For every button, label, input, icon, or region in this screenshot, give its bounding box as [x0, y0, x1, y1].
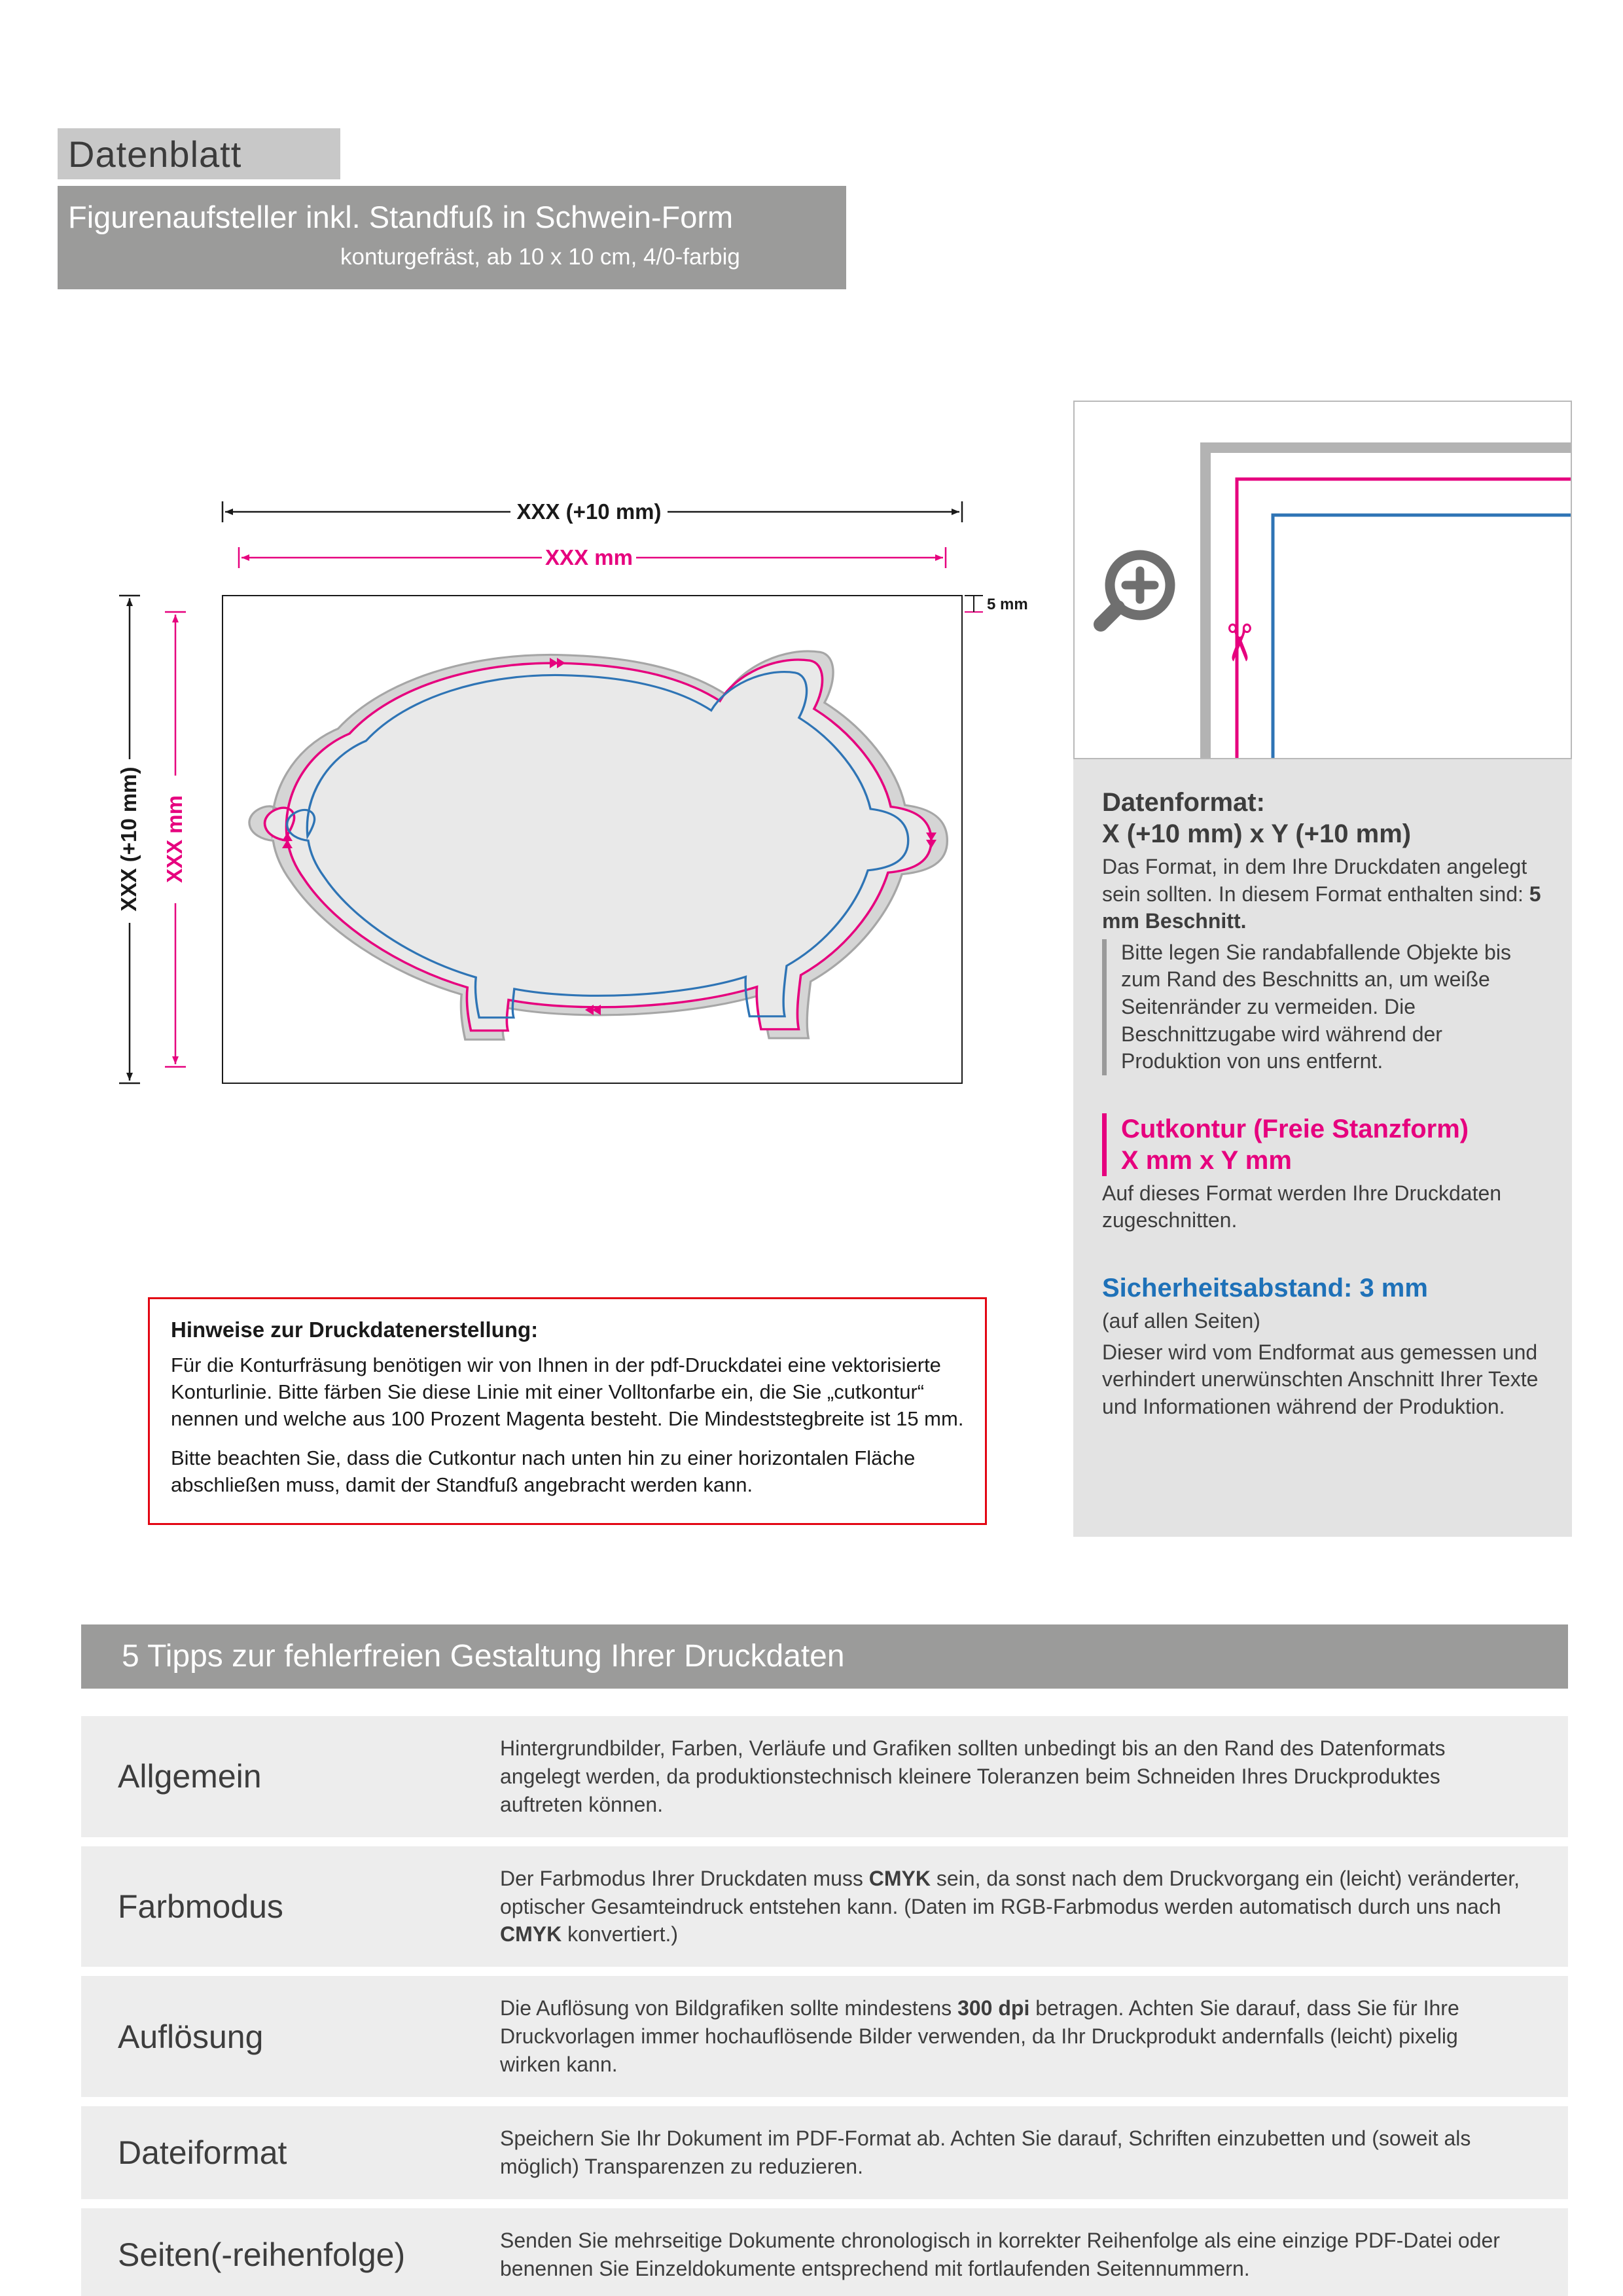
bleed-indicator: [965, 595, 983, 613]
detail-material-edge: [1200, 442, 1571, 758]
product-name: Figurenaufsteller inkl. Standfuß in Schw…: [68, 200, 734, 234]
tip-label: Seiten(-reihenfolge): [118, 2236, 406, 2273]
contour-mark-bottom-icon: [585, 1005, 601, 1015]
datenformat-body: Das Format, in dem Ihre Druckdaten angel…: [1102, 855, 1541, 933]
contour-mark-left-icon: [282, 833, 293, 848]
page-title: Datenblatt: [68, 133, 242, 175]
dim-width-outer-label: XXX (+10 mm): [516, 499, 661, 524]
tip-text: Die Auflösung von Bildgrafiken sollte mi…: [500, 1996, 1459, 2076]
bleed-note: Bitte legen Sie randabfallende Objekte b…: [1102, 939, 1543, 1075]
product-banner: Figurenaufsteller inkl. Standfuß in Schw…: [58, 186, 846, 289]
dim-height-cut-lines: [165, 611, 186, 1068]
page-title-box: Datenblatt: [58, 128, 340, 179]
tip-label: Dateiformat: [118, 2134, 287, 2171]
safety-margin-block: Sicherheitsabstand: 3 mm (auf allen Seit…: [1102, 1272, 1543, 1420]
hints-paragraph-2: Bitte beachten Sie, dass die Cutkontur n…: [171, 1446, 916, 1496]
tip-text: Der Farbmodus Ihrer Druckdaten muss CMYK…: [500, 1866, 1520, 1946]
tip-row-seitenreihenfolge: Seiten(-reihenfolge) Senden Sie mehrseit…: [81, 2208, 1568, 2296]
dim-height-outer-lines: [119, 594, 140, 1085]
format-info-panel: Datenformat: X (+10 mm) x Y (+10 mm) Das…: [1073, 759, 1572, 1537]
dim-height-cut-label: XXX mm: [162, 795, 187, 883]
scissors-icon: ✂: [1210, 621, 1268, 664]
safety-body: Dieser wird vom Endformat aus gemessen u…: [1102, 1340, 1539, 1418]
tip-label: Auflösung: [118, 2018, 264, 2055]
cutkontur-body: Auf dieses Format werden Ihre Druckdaten…: [1102, 1181, 1502, 1232]
tip-row-aufloesung: Auflösung Die Auflösung von Bildgrafiken…: [81, 1976, 1568, 2097]
corner-detail-drawing: ✂: [1094, 442, 1571, 758]
tip-label: Allgemein: [118, 1758, 262, 1795]
contour-mark-top-icon: [550, 658, 565, 668]
dim-width-cut-label: XXX mm: [545, 545, 633, 569]
tip-text: Senden Sie mehrseitige Dokumente chronol…: [500, 2228, 1500, 2280]
cutkontur-subheading: X mm x Y mm: [1121, 1145, 1292, 1175]
datenformat-heading: Datenformat:: [1102, 788, 1265, 817]
safety-subheading: (auf allen Seiten): [1102, 1308, 1260, 1333]
tip-text: Hintergrundbilder, Farben, Verläufe und …: [500, 1736, 1446, 1816]
dim-height-outer-label: XXX (+10 mm): [116, 766, 141, 911]
magnifier-plus-icon: [1094, 550, 1175, 632]
dim-width-cut-lines: [238, 547, 947, 568]
cutkontur-heading: Cutkontur (Freie Stanzform): [1121, 1114, 1469, 1143]
tip-row-allgemein: Allgemein Hintergrundbilder, Farben, Ver…: [81, 1716, 1568, 1837]
hints-title: Hinweise zur Druckdatenerstellung:: [171, 1318, 539, 1342]
tip-label: Farbmodus: [118, 1888, 283, 1925]
datenformat-subheading: X (+10 mm) x Y (+10 mm): [1102, 819, 1412, 848]
tip-text: Speichern Sie Ihr Dokument im PDF-Format…: [500, 2126, 1471, 2178]
detail-cut-line: [1235, 477, 1571, 758]
print-data-hints-box: Hinweise zur Druckdatenerstellung: Für d…: [148, 1297, 987, 1525]
pig-contour-diagram: XXX (+10 mm) XXX mm 5 mm XXX (+10 mm): [116, 499, 1028, 1085]
cutkontur-headings: Cutkontur (Freie Stanzform) X mm x Y mm: [1102, 1113, 1543, 1176]
detail-safety-line: [1271, 513, 1571, 758]
safety-heading: Sicherheitsabstand: 3 mm: [1102, 1273, 1428, 1302]
tip-row-farbmodus: Farbmodus Der Farbmodus Ihrer Druckdaten…: [81, 1846, 1568, 1967]
bleed-label: 5 mm: [987, 596, 1028, 613]
datenformat-frame: [222, 595, 963, 1084]
hints-paragraph-1: Für die Konturfräsung benötigen wir von …: [171, 1354, 964, 1431]
product-specs: konturgefräst, ab 10 x 10 cm, 4/0-farbig: [340, 244, 740, 270]
tips-title-banner: 5 Tipps zur fehlerfreien Gestaltung Ihre…: [81, 1624, 1568, 1689]
tips-list: Allgemein Hintergrundbilder, Farben, Ver…: [81, 1716, 1568, 2296]
corner-detail-box: ✂: [1073, 401, 1572, 759]
dim-width-outer-lines: [221, 501, 963, 522]
tip-row-dateiformat: Dateiformat Speichern Sie Ihr Dokument i…: [81, 2106, 1568, 2199]
contour-mark-right-icon: [926, 833, 936, 848]
pig-shape: [248, 650, 949, 1041]
